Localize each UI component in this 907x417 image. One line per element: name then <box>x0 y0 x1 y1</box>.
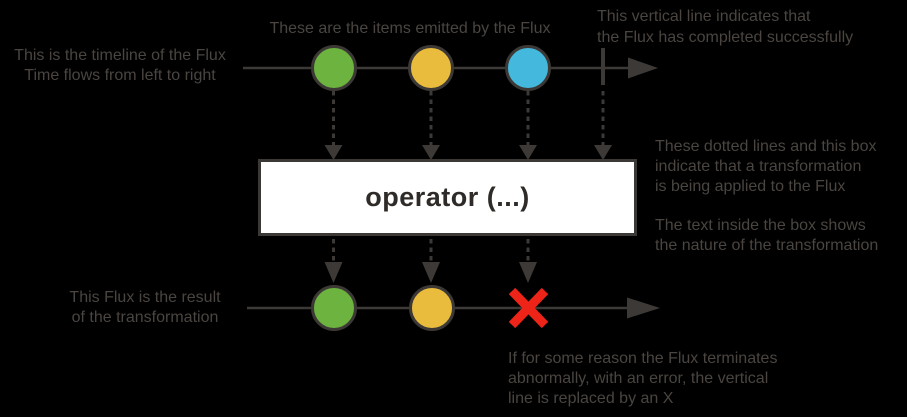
error-x-icon <box>508 287 549 329</box>
down-arrowhead-icon <box>422 262 440 283</box>
annotation-timeline: This is the timeline of the Flux Time fl… <box>14 47 226 84</box>
error-x-stroke <box>508 287 549 329</box>
source-timeline-arrowhead-icon <box>628 57 658 79</box>
down-arrowhead-icon <box>324 262 343 283</box>
source-timeline <box>243 45 658 91</box>
operator-box-label: operator (...) <box>365 182 530 212</box>
annotation-box-meaning: The text inside the box shows the nature… <box>655 217 879 254</box>
down-arrowhead-icon <box>519 262 537 283</box>
down-arrowhead-icon <box>324 145 343 160</box>
source-to-operator-connectors <box>324 91 612 160</box>
operator-box: operator (...) <box>258 159 637 236</box>
down-arrowhead-icon <box>422 145 440 160</box>
source-item-blue <box>505 45 551 91</box>
down-arrowhead-icon <box>519 145 537 160</box>
result-timeline <box>247 285 660 331</box>
down-arrowhead-icon <box>594 145 612 160</box>
result-timeline-arrowhead-icon <box>627 297 660 319</box>
operator-to-result-connectors <box>324 239 537 283</box>
annotation-transformation: These dotted lines and this box indicate… <box>655 138 877 195</box>
annotation-items-emitted: These are the items emitted by the Flux <box>269 20 551 37</box>
annotation-error: If for some reason the Flux terminates a… <box>508 350 778 407</box>
annotation-result: This Flux is the result of the transform… <box>69 289 221 326</box>
result-item-yellow <box>409 285 455 331</box>
result-item-green <box>311 285 357 331</box>
source-item-yellow <box>408 45 454 91</box>
annotation-completion: This vertical line indicates that the Fl… <box>597 8 854 46</box>
source-item-green <box>311 45 357 91</box>
